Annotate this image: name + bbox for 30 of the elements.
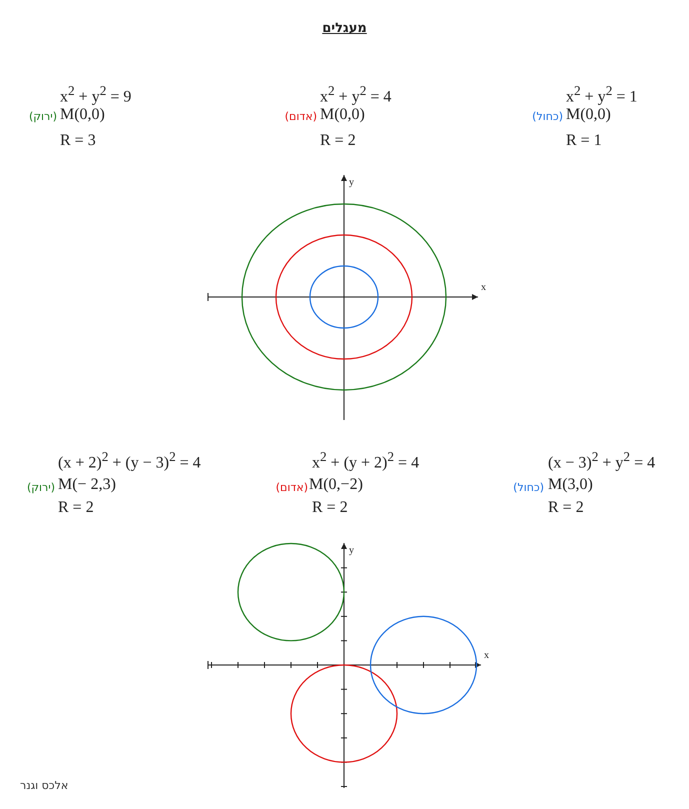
- page-title: מעגלים: [321, 22, 368, 35]
- color-note: (אדום): [284, 111, 317, 122]
- center-point: M(0,0): [566, 107, 611, 123]
- equation: (x + 2)$^{2}$ + (y − 3)$^{2}$ = 4: [58, 450, 201, 472]
- equation: x$^{2}$ + y$^{2}$ = 1: [566, 84, 638, 106]
- equation: x$^{2}$ + y$^{2}$ = 9: [60, 84, 132, 106]
- radius-value: R = 2: [548, 500, 584, 516]
- color-note: (ירוק): [26, 482, 55, 493]
- axis-label: y: [349, 178, 354, 188]
- center-point: M(− 2,3): [58, 477, 116, 493]
- center-point: M(0,0): [60, 107, 105, 123]
- radius-value: R = 1: [566, 133, 602, 149]
- equation: x$^{2}$ + (y + 2)$^{2}$ = 4: [312, 450, 420, 472]
- color-note: (אדום): [276, 482, 308, 493]
- author-name: אלכס וגנר: [20, 780, 68, 791]
- center-point: M(0,−2): [309, 477, 363, 493]
- equation: (x − 3)$^{2}$ + y$^{2}$ = 4: [548, 450, 656, 472]
- radius-value: R = 2: [320, 133, 356, 149]
- axis-label: x: [484, 651, 489, 661]
- axis-label: x: [481, 283, 486, 293]
- radius-value: R = 2: [312, 500, 348, 516]
- color-note: (ירוק): [28, 111, 57, 122]
- equation: x$^{2}$ + y$^{2}$ = 4: [320, 84, 392, 106]
- radius-value: R = 2: [58, 500, 94, 516]
- radius-value: R = 3: [60, 133, 96, 149]
- color-note: (כחול): [513, 482, 544, 493]
- center-point: M(3,0): [548, 477, 593, 493]
- color-note: (כחול): [532, 111, 563, 122]
- axis-label: y: [349, 546, 354, 556]
- center-point: M(0,0): [320, 107, 365, 123]
